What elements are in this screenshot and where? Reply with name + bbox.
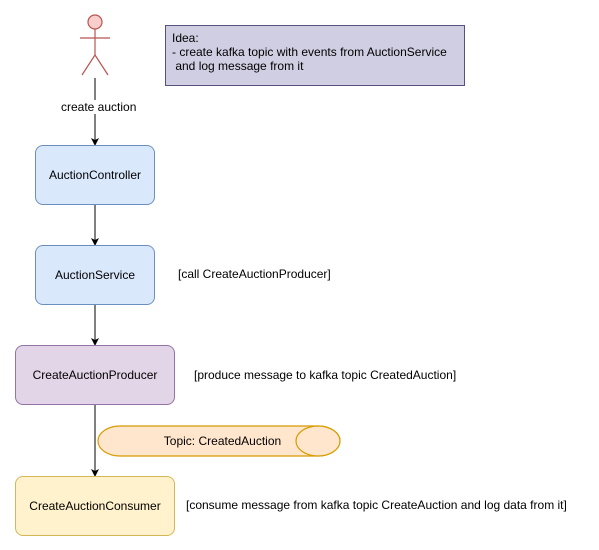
create-auction-producer-annotation: [produce message to kafka topic CreatedA…	[194, 368, 457, 382]
idea-note-line-2: and log message from it	[172, 59, 304, 73]
auction-service-label: AuctionService	[54, 268, 136, 282]
auction-service-node[interactable]: AuctionService	[35, 245, 155, 305]
auction-controller-label: AuctionController	[48, 168, 142, 182]
idea-note-line-1: - create kafka topic with events from Au…	[172, 45, 447, 59]
actor-label: create auction	[60, 100, 138, 114]
actor-icon[interactable]	[80, 14, 110, 76]
create-auction-consumer-node[interactable]: CreateAuctionConsumer	[15, 476, 175, 536]
idea-note-title: Idea:	[172, 31, 199, 45]
auction-controller-node[interactable]: AuctionController	[35, 145, 155, 205]
create-auction-consumer-annotation: [consume message from kafka topic Create…	[186, 498, 567, 512]
create-auction-producer-label: CreateAuctionProducer	[32, 368, 158, 382]
create-auction-producer-node[interactable]: CreateAuctionProducer	[15, 345, 175, 405]
topic-shape[interactable]	[97, 425, 341, 457]
auction-service-annotation: [call CreateAuctionProducer]	[178, 267, 331, 281]
idea-note[interactable]: Idea: - create kafka topic with events f…	[165, 25, 465, 86]
topic-label: Topic: CreatedAuction	[163, 434, 282, 448]
create-auction-consumer-label: CreateAuctionConsumer	[29, 499, 161, 513]
